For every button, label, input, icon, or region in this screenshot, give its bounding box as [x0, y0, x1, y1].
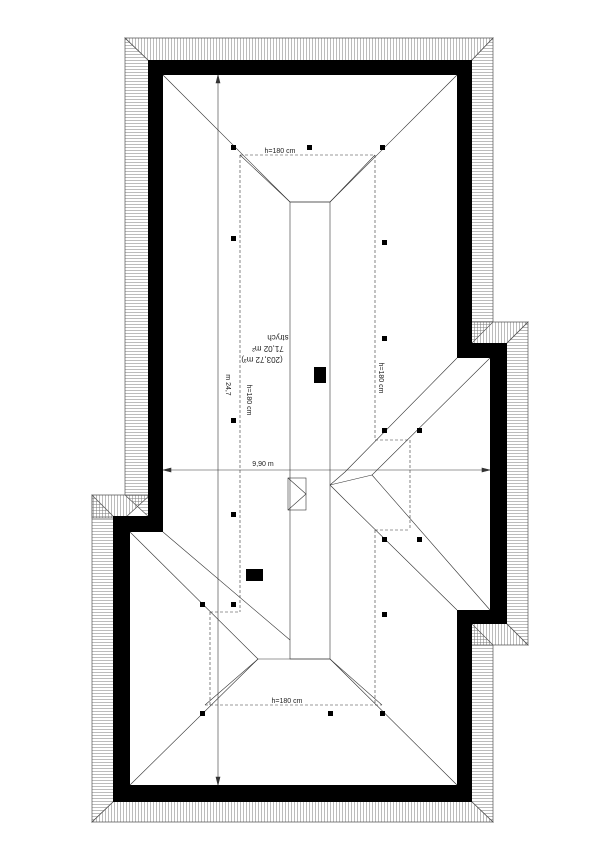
exterior-wall — [113, 60, 507, 802]
roof-hatch — [287, 477, 307, 511]
room-name: strych — [267, 333, 288, 342]
height-line-right-label: h=180 cm — [377, 363, 384, 394]
height-line-left-label: h=180 cm — [245, 385, 252, 416]
roof-lines — [129, 74, 491, 786]
dimension-lines — [162, 74, 491, 786]
room-label: strych 71,02 m² (203,72 m³) — [241, 333, 289, 364]
roof-posts — [200, 145, 422, 716]
width-dimension: 9,90 m — [252, 461, 274, 468]
room-area: 71,02 m² — [252, 344, 284, 353]
chimneys — [246, 367, 326, 581]
room-volume: (203,72 m³) — [241, 355, 283, 364]
height-line-bottom-label: h=180 cm — [272, 698, 303, 705]
length-dimension: m 24,7 — [224, 374, 231, 396]
height-line-top-label: h=180 cm — [265, 148, 296, 155]
